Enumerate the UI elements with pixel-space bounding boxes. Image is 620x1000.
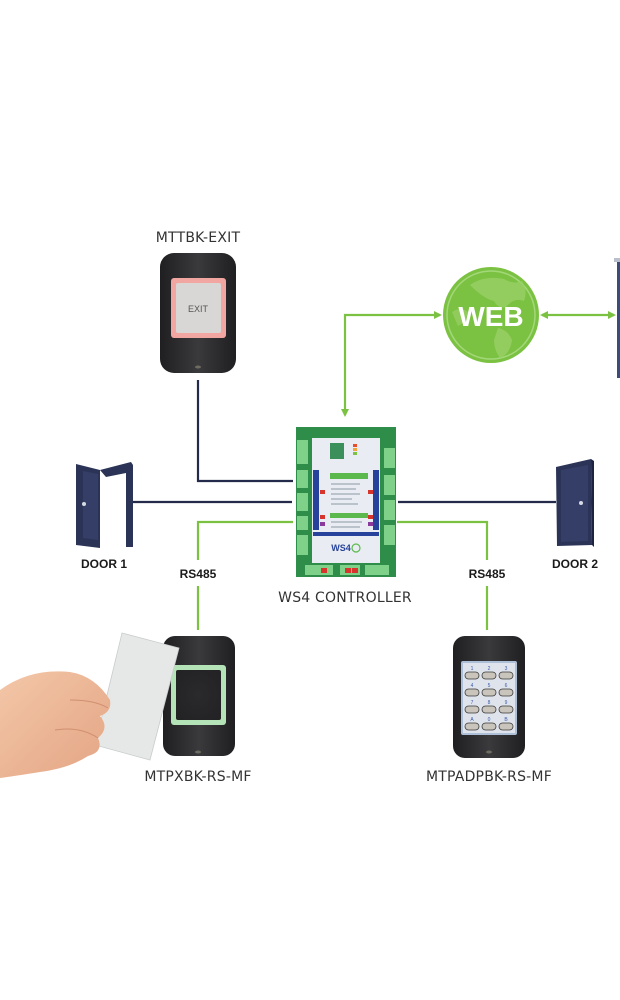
ws4-controller-board: WS4 [296, 427, 396, 577]
keypad-key [481, 671, 497, 680]
wire-exit-to-controller [196, 380, 293, 483]
keypad-key-label: 5 [488, 683, 491, 689]
keypad-key-label: A [470, 717, 474, 723]
keypad-key [464, 671, 480, 680]
exit-button-device: MTTBK-EXIT EXIT [156, 230, 241, 373]
keypad-reader-label: MTPADPBK-RS-MF [426, 769, 552, 785]
keypad-key [481, 688, 497, 697]
wires [133, 311, 616, 630]
keypad-key-label: 7 [471, 700, 474, 706]
hand-holding-card [0, 632, 180, 778]
exit-button-label: MTTBK-EXIT [156, 230, 241, 246]
keypad-key-label: 0 [488, 717, 491, 723]
door1-icon [76, 462, 133, 548]
proximity-reader-device [163, 636, 235, 756]
wire-rs485-right [397, 520, 489, 560]
web-label: WEB [458, 301, 523, 332]
controller-board-logo: WS4 [331, 543, 351, 553]
web-globe: WEB [443, 267, 539, 363]
keypad-key [464, 722, 480, 731]
controller-label: WS4 CONTROLLER [278, 590, 412, 606]
keypad-key-label: B [504, 717, 508, 723]
keypad-key [464, 688, 480, 697]
keypad-reader-device: 1 2 3 4 5 6 7 8 9A 0 B [453, 636, 525, 758]
wire-web-to-controller [341, 311, 442, 417]
rs485-right-label: RS485 [469, 567, 506, 581]
door2-icon [556, 459, 594, 547]
keypad-key-label: 9 [505, 700, 508, 706]
keypad-key [481, 722, 497, 731]
wire-rs485-left [196, 520, 293, 560]
keypad-key-label: 2 [488, 666, 491, 672]
keypad-key [498, 688, 514, 697]
keypad-key-label: 3 [505, 666, 508, 672]
keypad-key [464, 705, 480, 714]
keypad-key-label: 8 [488, 700, 491, 706]
keypad-key-label: 4 [471, 683, 474, 689]
exit-button-text: EXIT [188, 304, 209, 314]
keypad-key-label: 6 [505, 683, 508, 689]
keypad-key-label: 1 [471, 666, 474, 672]
proximity-reader-label: MTPXBK-RS-MF [144, 769, 251, 785]
keypad-keys: 1 2 3 4 5 6 7 8 9A 0 B [464, 666, 514, 731]
keypad-key [498, 671, 514, 680]
keypad-key [498, 705, 514, 714]
door1-label: DOOR 1 [81, 557, 127, 571]
keypad-key [498, 722, 514, 731]
remote-device [614, 258, 620, 378]
rs485-left-label: RS485 [180, 567, 217, 581]
door2-label: DOOR 2 [552, 557, 598, 571]
keypad-key [481, 705, 497, 714]
